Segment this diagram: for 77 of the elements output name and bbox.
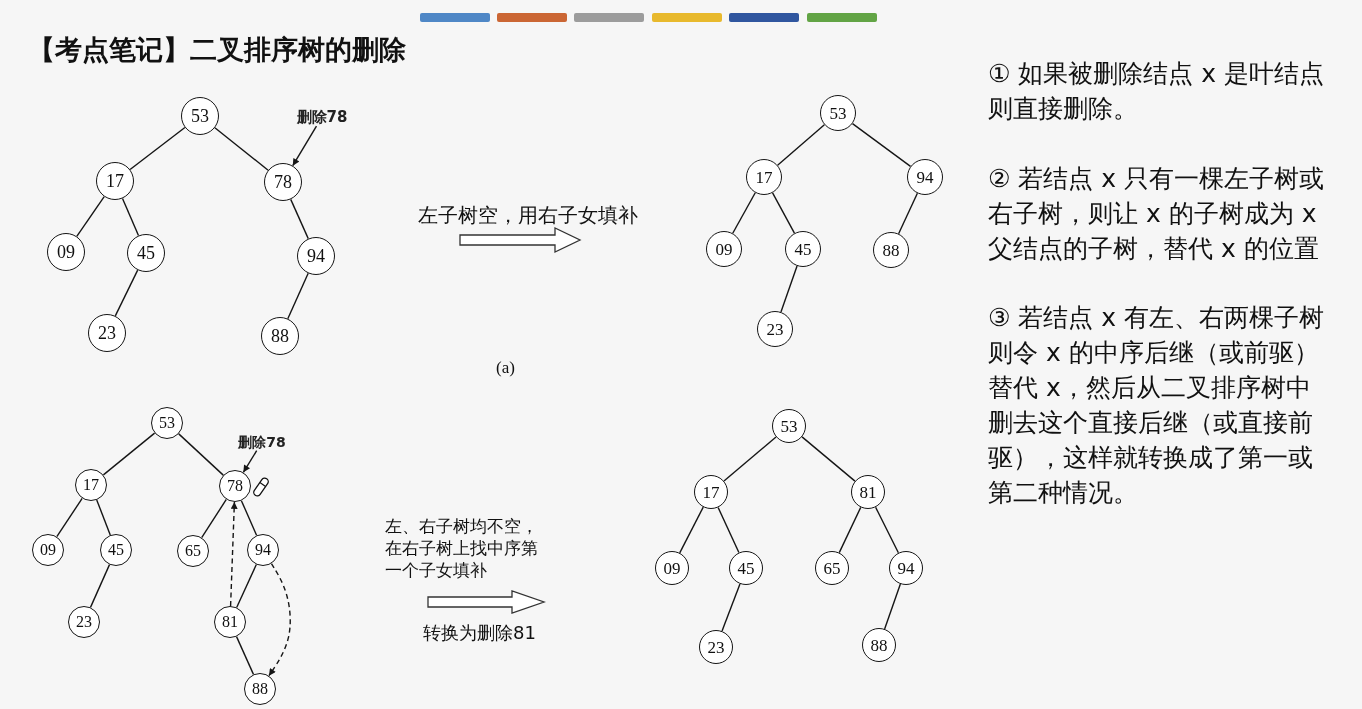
dashed-arrow <box>229 501 238 607</box>
tree-node: 94 <box>907 159 943 195</box>
tree-edge <box>732 192 756 234</box>
tree-edge <box>240 499 258 537</box>
tree-node: 17 <box>96 162 134 200</box>
tree-edge <box>287 272 309 320</box>
tree-node: 88 <box>244 673 276 705</box>
tree-node: 88 <box>261 317 299 355</box>
tree-edge <box>897 192 919 235</box>
tree-edge <box>235 635 255 676</box>
tree-node: 94 <box>889 551 923 585</box>
tree-edge <box>121 197 140 237</box>
step-caption: 左、右子树均不空，在右子树上找中序第一个子女填补 <box>385 515 539 581</box>
tree-edge <box>717 506 740 554</box>
tree-edge <box>874 506 900 554</box>
tree-edge <box>679 506 704 554</box>
tree-node: 09 <box>47 233 85 271</box>
tree-edge <box>129 126 186 171</box>
tree-node: 17 <box>75 469 107 501</box>
tree-edge <box>776 124 826 166</box>
tree-edge <box>76 195 105 238</box>
tree-node: 88 <box>862 628 896 662</box>
tree-node: 65 <box>815 551 849 585</box>
rule-paragraph: ③ 若结点 x 有左、右两棵子树则令 x 的中序后继（或前驱）替代 x，然后从二叉排序树中删去这个直接后继（或直接前驱），这样就转换成了第一或第二种情况。 <box>988 302 1326 509</box>
tree-edge <box>96 499 111 536</box>
tree-node: 09 <box>32 534 64 566</box>
tree-node: 53 <box>820 95 856 131</box>
tree-node: 78 <box>264 163 302 201</box>
tree-edge <box>851 122 912 168</box>
tree-node: 94 <box>297 237 335 275</box>
tree-node: 45 <box>729 551 763 585</box>
tree-edge <box>102 432 156 476</box>
dashed-arrow <box>268 562 291 677</box>
tree-node: 45 <box>785 231 821 267</box>
leader-arrow <box>292 125 318 167</box>
tree-edge <box>201 498 227 539</box>
tree-node: 45 <box>100 534 132 566</box>
tree-node: 53 <box>181 97 219 135</box>
tree-node: 65 <box>177 535 209 567</box>
tree-edge <box>883 583 902 630</box>
tree-node: 23 <box>699 630 733 664</box>
tree-node: 09 <box>655 551 689 585</box>
figure-label: (a) <box>496 358 515 379</box>
tree-node: 88 <box>873 232 909 268</box>
tree-node: 17 <box>746 159 782 195</box>
tree-edge <box>290 198 309 240</box>
tree-node: 23 <box>757 311 793 347</box>
slide-title: 【考点笔记】二叉排序树的删除 <box>28 34 406 67</box>
tree-edge <box>838 506 862 554</box>
tree-edge <box>56 497 83 538</box>
tree-edge <box>801 436 856 482</box>
tree-node: 94 <box>247 534 279 566</box>
step-caption: 左子树空，用右子女填补 <box>418 203 638 227</box>
rule-paragraph: ① 如果被删除结点 x 是叶结点则直接删除。 <box>988 58 1326 125</box>
tree-node: 23 <box>68 606 100 638</box>
callout-text: 删除78 <box>238 435 286 449</box>
leader-arrow <box>242 450 258 474</box>
tree-edge <box>771 192 796 234</box>
tree-node: 53 <box>151 407 183 439</box>
tree-node: 17 <box>694 475 728 509</box>
tree-node: 23 <box>88 314 126 352</box>
tree-edge <box>721 583 741 632</box>
tree-node: 81 <box>214 606 246 638</box>
tree-node: 45 <box>127 234 165 272</box>
tree-edge <box>780 265 798 313</box>
tree-node: 53 <box>772 409 806 443</box>
tree-edge <box>214 127 269 171</box>
tree-edge <box>723 436 777 482</box>
rule-paragraph: ② 若结点 x 只有一棵左子树或右子树，则让 x 的子树成为 x 父结点的子树，替代 x 的位置 <box>988 163 1326 265</box>
step-note: 转换为删除81 <box>423 622 536 644</box>
tree-edge <box>89 563 111 609</box>
tree-node: 81 <box>851 475 885 509</box>
tree-edge <box>235 563 258 609</box>
tree-edge <box>114 269 139 317</box>
tree-node: 09 <box>706 231 742 267</box>
callout-text: 删除78 <box>296 109 348 125</box>
tree-edge <box>178 433 224 476</box>
